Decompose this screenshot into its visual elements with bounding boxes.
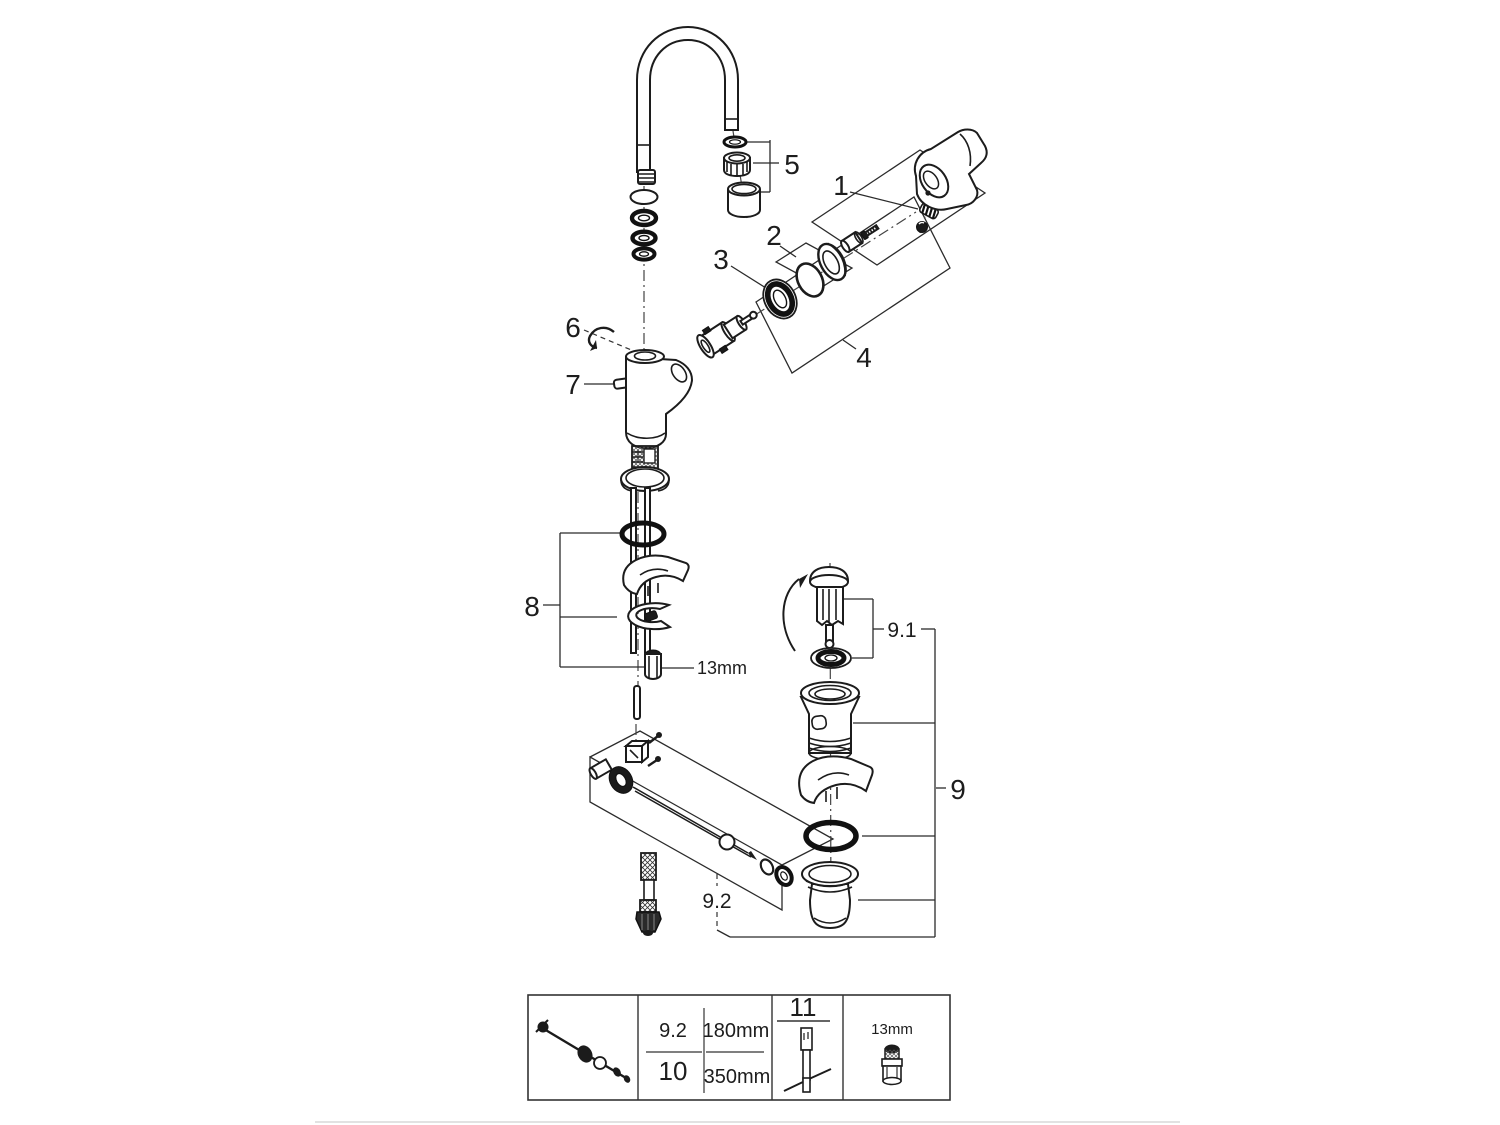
popup-rod — [632, 786, 757, 860]
aerator-washer — [722, 135, 748, 149]
stud-extension — [633, 685, 641, 720]
brackets-leaders — [543, 140, 946, 938]
base-o-ring — [619, 520, 667, 548]
bracket-9-1 — [844, 598, 935, 659]
horseshoe-washer — [627, 602, 673, 631]
mounting-tool-icon — [783, 1027, 832, 1093]
cartridge-axis-group — [696, 223, 880, 359]
rod-o-ring — [759, 858, 775, 876]
drain-wedge-gasket — [798, 755, 874, 805]
bracket-5 — [747, 140, 779, 193]
supply-hose — [635, 852, 662, 936]
cap-seat-ring — [810, 647, 852, 669]
faucet-body — [625, 349, 694, 450]
label-2: 2 — [766, 220, 782, 251]
popup-rod-group — [588, 732, 794, 887]
label-9-1: 9.1 — [887, 619, 916, 642]
rod-knurled-nut — [608, 766, 634, 794]
rod-assembly-icon — [535, 1019, 631, 1083]
bracket-8 — [543, 532, 644, 668]
label-6: 6 — [565, 312, 581, 343]
leader-3 — [730, 265, 767, 289]
mounting-nut — [644, 649, 662, 681]
spout-shank-thread — [637, 169, 656, 185]
cartridge — [696, 310, 758, 359]
drain-rotate-arrow-icon — [782, 574, 808, 652]
label-13mm: 13mm — [697, 658, 747, 678]
label-5: 5 — [784, 149, 800, 180]
spout-o-ring — [629, 189, 659, 205]
spout-seal-o-ring — [795, 262, 825, 298]
table-row1-part: 9.2 — [659, 1020, 687, 1042]
table-row2-length: 350mm — [704, 1066, 771, 1088]
rod-grooved-ring — [774, 865, 794, 887]
drain-funnel — [799, 681, 861, 761]
callout-labels: 1 2 3 4 5 6 7 8 9 9.1 9.2 13mm — [524, 149, 966, 913]
faucet-body-group — [612, 349, 694, 720]
rod-sleeve — [588, 757, 614, 781]
adapter-icon — [881, 1044, 903, 1086]
popup-cap — [808, 565, 850, 649]
leader-4 — [842, 339, 857, 350]
handle-group — [913, 128, 988, 233]
spout-ring-4 — [631, 246, 657, 262]
label-3: 3 — [713, 244, 729, 275]
drain-tailpiece — [801, 861, 859, 930]
hose-connector — [635, 911, 662, 936]
spout-ring-3 — [630, 229, 658, 247]
handle-screw — [860, 223, 880, 240]
bracket-9-2 — [716, 874, 731, 938]
clamp-screw-bottom — [647, 756, 661, 767]
spec-table: 9.2 180mm 10 350mm 11 13mm — [527, 992, 951, 1101]
cap-ring — [817, 242, 847, 282]
spout — [636, 25, 739, 173]
bracket-9 — [730, 629, 946, 938]
panel-part92-front — [589, 755, 783, 912]
label-7: 7 — [565, 369, 581, 400]
label-8: 8 — [524, 591, 540, 622]
panel-part92-top — [589, 730, 835, 866]
rotate-arrow-icon — [587, 326, 615, 351]
ball-cap — [916, 221, 928, 233]
rod-clamp — [623, 738, 651, 765]
table-row2-part: 10 — [659, 1056, 688, 1086]
leader-1 — [849, 191, 919, 210]
label-9-2: 9.2 — [702, 890, 731, 913]
aerator-sleeve — [727, 181, 761, 219]
retaining-ring — [762, 278, 798, 320]
table-tool-part: 11 — [790, 992, 817, 1022]
stud-bolt — [644, 610, 658, 622]
spout-assembly — [629, 25, 761, 262]
spout-ring-2 — [629, 208, 659, 228]
leader-2 — [779, 245, 797, 258]
drain-assembly — [798, 565, 874, 930]
label-9: 9 — [950, 774, 966, 805]
spec-table-border — [527, 994, 951, 1101]
drain-o-ring — [803, 819, 859, 853]
table-row1-length: 180mm — [703, 1020, 770, 1042]
mounting-wedge — [622, 554, 690, 596]
label-4: 4 — [856, 342, 872, 373]
table-adapter-size: 13mm — [871, 1021, 913, 1038]
adapter-sleeve — [840, 230, 864, 254]
aerator-insert — [723, 151, 751, 178]
shank-flange — [620, 466, 670, 492]
label-1: 1 — [833, 170, 849, 201]
panel-part1 — [810, 149, 987, 266]
lever-handle — [913, 128, 988, 211]
clamp-screw-top — [648, 732, 662, 744]
